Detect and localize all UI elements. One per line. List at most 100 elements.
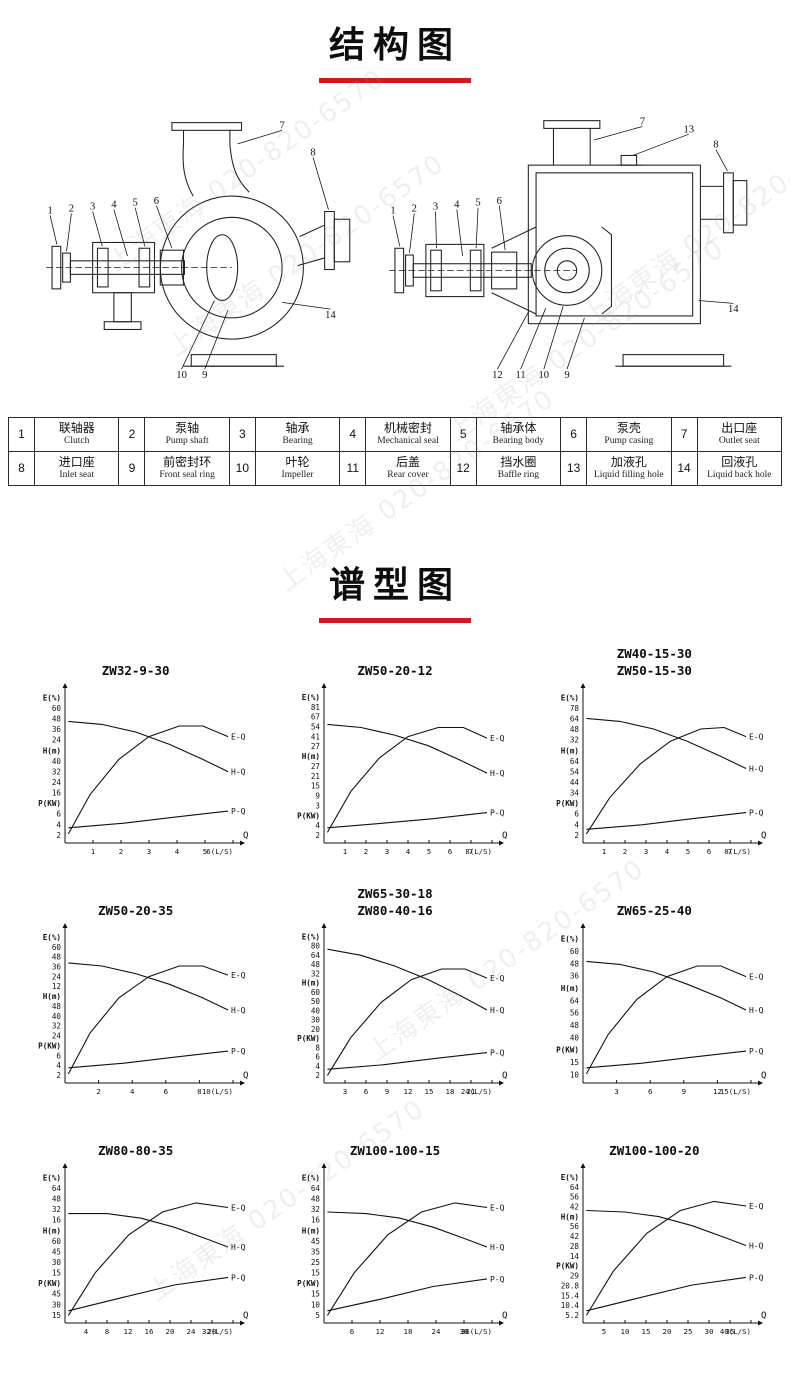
diagram-callout-number: 3 <box>90 202 95 213</box>
svg-text:15: 15 <box>52 1268 61 1277</box>
svg-text:48: 48 <box>311 960 321 969</box>
svg-text:15: 15 <box>311 1268 320 1277</box>
diagram-callout-number: 14 <box>728 304 739 315</box>
diagram-callout-number: 5 <box>133 198 138 209</box>
svg-text:64: 64 <box>570 757 580 766</box>
svg-text:6: 6 <box>163 1087 167 1096</box>
part-name-en: Mechanical seal <box>377 436 439 446</box>
chart-title: ZW65-25-40 <box>616 902 692 918</box>
part-name-en: Impeller <box>281 469 314 480</box>
svg-text:6: 6 <box>707 847 711 856</box>
svg-text:6: 6 <box>364 1087 368 1096</box>
diagram-callout-number: 6 <box>154 196 159 207</box>
svg-text:Q: Q <box>243 1311 248 1321</box>
svg-text:6: 6 <box>56 1051 61 1060</box>
svg-text:24: 24 <box>52 735 62 744</box>
svg-text:P-Q: P-Q <box>749 1273 764 1282</box>
svg-text:32: 32 <box>52 767 61 776</box>
svg-text:H-Q: H-Q <box>490 1006 505 1015</box>
svg-text:5: 5 <box>686 847 690 856</box>
chart-title: ZW80-80-35 <box>98 1142 174 1158</box>
svg-text:16: 16 <box>52 788 62 797</box>
svg-text:1: 1 <box>343 847 347 856</box>
diagram-callout-number: 10 <box>538 370 549 381</box>
svg-text:48: 48 <box>570 959 580 968</box>
svg-text:14: 14 <box>570 1252 580 1261</box>
svg-text:1: 1 <box>602 847 606 856</box>
svg-text:64: 64 <box>570 714 580 723</box>
part-name-cn: 联轴器 <box>58 421 95 435</box>
svg-text:3: 3 <box>146 847 150 856</box>
svg-text:42: 42 <box>570 1202 579 1211</box>
svg-text:Q: Q <box>761 1311 766 1321</box>
svg-text:9: 9 <box>315 791 320 800</box>
svg-text:54: 54 <box>570 767 580 776</box>
chart-title: ZW50-20-12 <box>357 662 433 678</box>
part-name-en: Front seal ring <box>159 469 215 480</box>
part-number: 12 <box>449 450 477 486</box>
svg-text:60: 60 <box>52 943 62 952</box>
diagram-callout-number: 7 <box>640 117 645 128</box>
part-name-cn: 前密封环 <box>163 454 212 469</box>
svg-text:6: 6 <box>648 1087 652 1096</box>
svg-text:H-Q: H-Q <box>231 1006 246 1015</box>
diagram-callout-number: 10 <box>176 370 187 381</box>
svg-text:56: 56 <box>570 1192 580 1201</box>
svg-text:24: 24 <box>432 1327 441 1336</box>
svg-text:E-Q: E-Q <box>231 971 246 980</box>
part-number: 4 <box>339 417 367 452</box>
part-name-cn: 叶轮 <box>285 454 310 469</box>
svg-text:36: 36 <box>570 971 580 980</box>
svg-text:P(KW): P(KW) <box>38 1279 61 1288</box>
svg-text:P(KW): P(KW) <box>556 1261 579 1270</box>
svg-text:P-Q: P-Q <box>231 1047 246 1056</box>
svg-text:4: 4 <box>315 1062 320 1071</box>
svg-text:15: 15 <box>311 781 320 790</box>
svg-text:9: 9 <box>682 1087 686 1096</box>
svg-text:4: 4 <box>83 1327 88 1336</box>
part-name-cn: 进口座 <box>58 454 95 469</box>
svg-text:60: 60 <box>311 988 321 997</box>
svg-text:60: 60 <box>52 704 62 713</box>
svg-text:2: 2 <box>364 847 368 856</box>
part-name-cn: 泵轴 <box>175 421 200 435</box>
part-name-en: Clutch <box>64 436 90 446</box>
svg-text:P-Q: P-Q <box>490 1048 505 1057</box>
svg-text:15: 15 <box>52 1311 61 1320</box>
diagram-callout-number: 8 <box>713 140 718 151</box>
svg-text:64: 64 <box>311 1184 321 1193</box>
svg-text:P-Q: P-Q <box>749 1047 764 1056</box>
svg-text:E(%): E(%) <box>302 1173 320 1182</box>
svg-text:30: 30 <box>311 1015 321 1024</box>
svg-text:40: 40 <box>52 757 62 766</box>
svg-text:Q: Q <box>243 831 248 841</box>
svg-text:27: 27 <box>311 742 320 751</box>
svg-text:P-Q: P-Q <box>231 807 246 816</box>
svg-text:E(%): E(%) <box>42 1173 60 1182</box>
svg-text:24: 24 <box>186 1327 195 1336</box>
svg-text:36: 36 <box>52 725 62 734</box>
svg-text:6: 6 <box>315 1052 320 1061</box>
svg-text:35: 35 <box>726 1327 735 1336</box>
diagram-callout-number: 9 <box>564 370 569 381</box>
svg-text:6(L/S): 6(L/S) <box>206 847 233 856</box>
svg-text:64: 64 <box>570 996 580 1005</box>
svg-text:4: 4 <box>575 820 580 829</box>
svg-text:32: 32 <box>52 1021 61 1030</box>
diagram-callout-number: 4 <box>111 200 117 211</box>
svg-text:8: 8 <box>104 1327 108 1336</box>
svg-text:15: 15 <box>425 1087 434 1096</box>
